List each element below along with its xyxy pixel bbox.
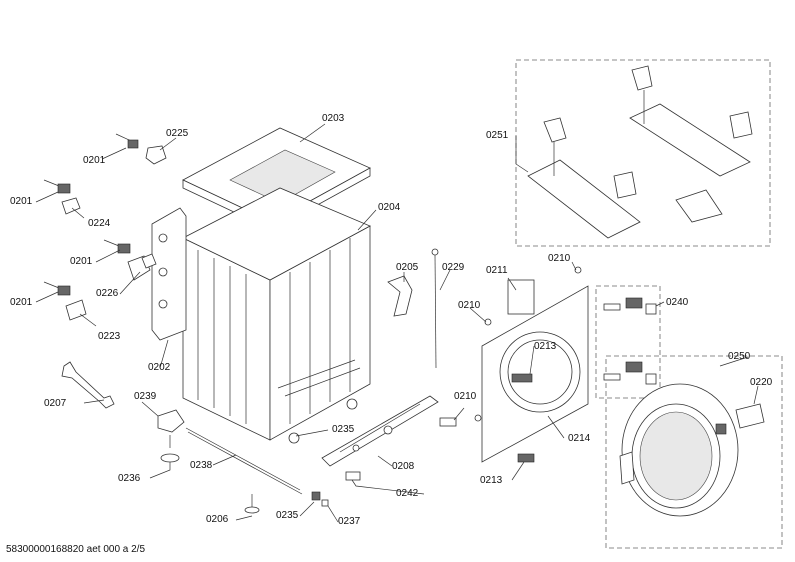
label-0211: 0211: [486, 265, 508, 276]
label-0207: 0207: [44, 398, 67, 409]
label-0220: 0220: [750, 377, 773, 388]
door-0250: [619, 383, 765, 517]
label-0235: 0235: [276, 510, 299, 521]
label-0229: 0229: [442, 262, 465, 273]
cabinet-housing-0202: [151, 187, 371, 441]
label-0242: 0242: [396, 488, 419, 499]
label-0235: 0235: [332, 424, 355, 435]
label-0205: 0205: [396, 262, 419, 273]
leader-lines: [35, 123, 759, 523]
label-0238: 0238: [190, 460, 213, 471]
label-0204: 0204: [378, 202, 401, 213]
label-0224: 0224: [88, 218, 111, 229]
label-0210: 0210: [454, 391, 477, 402]
label-0239: 0239: [134, 391, 157, 402]
group-box-0251: [515, 59, 771, 247]
label-0225: 0225: [166, 128, 189, 139]
label-0240: 0240: [666, 297, 689, 308]
damper-rod-0229: [431, 248, 439, 369]
label-0214: 0214: [568, 433, 591, 444]
document-reference: 58300000168820 aet 000 a 2/5: [6, 544, 146, 555]
label-0203: 0203: [322, 113, 345, 124]
label-0201: 0201: [83, 155, 106, 166]
label-0213: 0213: [480, 475, 503, 486]
label-0202: 0202: [148, 362, 171, 373]
front-panel-0214: [474, 266, 589, 463]
parts-0240: [603, 297, 657, 385]
group-box-0250: [605, 355, 783, 549]
label-0210: 0210: [548, 253, 571, 264]
label-0208: 0208: [392, 461, 415, 472]
label-0236: 0236: [118, 473, 141, 484]
label-0226: 0226: [96, 288, 119, 299]
wrench-0207: [61, 361, 115, 409]
label-0213: 0213: [534, 341, 557, 352]
label-0237: 0237: [338, 516, 361, 527]
label-0223: 0223: [98, 331, 121, 342]
label-0210: 0210: [458, 300, 481, 311]
label-0201: 0201: [10, 297, 33, 308]
label-0251: 0251: [486, 130, 509, 141]
label-0201: 0201: [70, 256, 93, 267]
parts-0251: [527, 65, 753, 239]
base-parts: [157, 398, 457, 514]
label-0250: 0250: [728, 351, 751, 362]
rail-0208: [321, 395, 439, 467]
bracket-0205: [387, 275, 413, 317]
label-0201: 0201: [10, 196, 33, 207]
label-0206: 0206: [206, 514, 229, 525]
